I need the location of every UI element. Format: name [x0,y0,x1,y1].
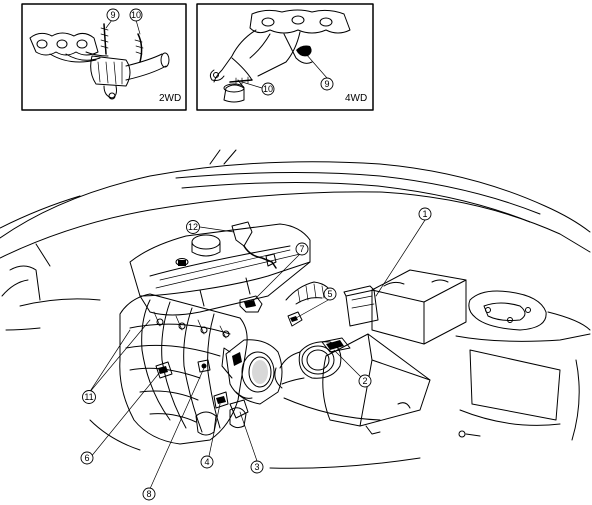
engine-bay [0,149,591,469]
svg-text:1: 1 [422,209,427,219]
svg-text:2: 2 [362,376,367,386]
inset-2wd-label: 2WD [159,93,181,104]
svg-text:5: 5 [327,289,332,299]
intake-duct [274,281,351,389]
exhaust-manifold-4wd [209,9,351,103]
inset-4wd-label: 4WD [345,93,367,104]
svg-text:9: 9 [324,79,329,89]
svg-text:12: 12 [188,222,198,232]
svg-text:10: 10 [263,84,273,94]
callout-10-4wd: 10 [261,82,275,96]
svg-text:9: 9 [110,10,115,20]
callout-9-4wd: 9 [320,77,334,91]
intake-manifold [119,293,248,445]
svg-text:10: 10 [131,10,141,20]
inset-4wd: 4WD [196,3,374,111]
svg-text:8: 8 [146,489,151,499]
svg-text:7: 7 [299,244,304,254]
callout-6: 6 [80,451,94,465]
callout-2: 2 [358,374,372,388]
body-outline-upper [0,161,591,239]
callout-8: 8 [142,487,156,501]
throttle-body [213,339,283,419]
callout-10-2wd: 10 [129,8,143,22]
callout-3: 3 [250,460,264,474]
callout-11: 11 [82,390,96,404]
callout-1: 1 [418,207,432,221]
svg-text:6: 6 [84,453,89,463]
callout-12: 12 [186,220,200,234]
battery [371,269,467,345]
main-relay [343,285,379,327]
air-cleaner [322,333,481,438]
svg-text:4: 4 [204,457,209,467]
intake-air-temperature-sensor [287,311,303,327]
callout-9-2wd: 9 [106,8,120,22]
oxygen-sensor-connector [231,221,277,269]
callout-5: 5 [323,287,337,301]
leader-lines [88,19,426,492]
inset-4wd-frame [196,3,374,111]
svg-text:3: 3 [254,462,259,472]
engine-head [129,223,311,316]
callout-7: 7 [295,242,309,256]
exhaust-manifold-2wd [29,23,170,100]
svg-text:11: 11 [84,392,93,402]
inset-2wd: 2WD [21,3,187,111]
callout-4: 4 [200,455,214,469]
inset-2wd-frame [21,3,187,111]
